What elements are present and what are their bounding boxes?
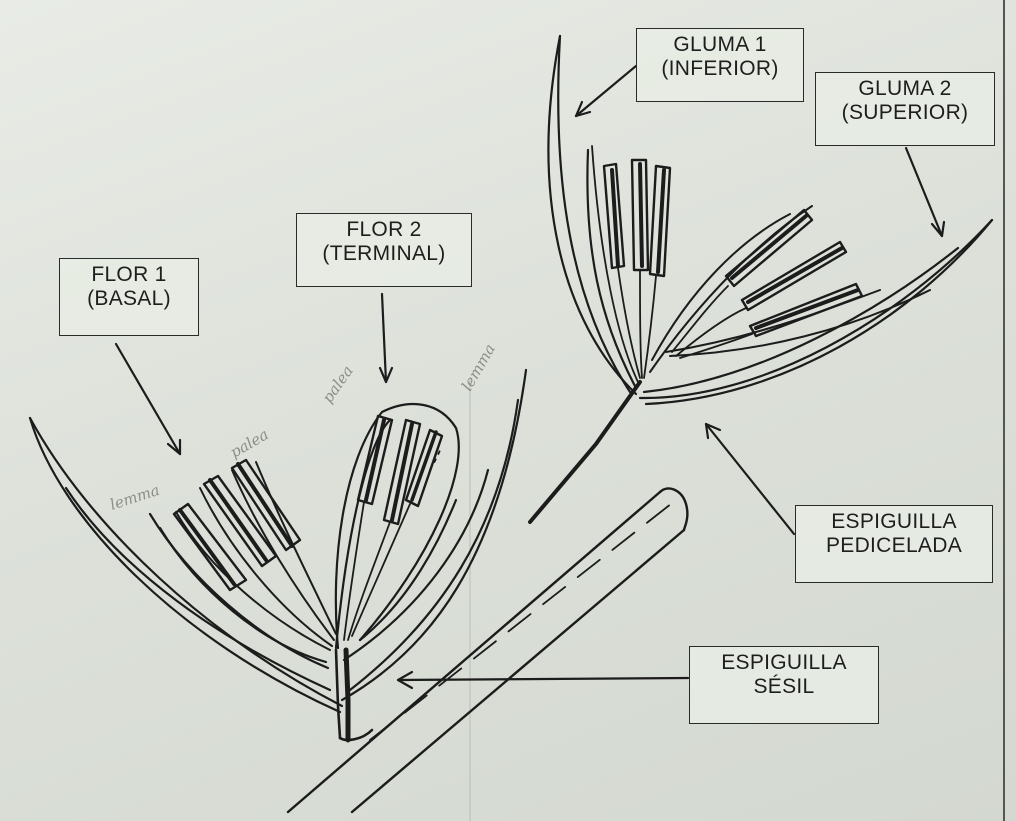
left-inner-lemma	[342, 370, 526, 700]
label-gluma-1-line2: (INFERIOR)	[643, 57, 797, 81]
label-espiguilla-pedicelada: ESPIGUILLA PEDICELADA	[795, 505, 993, 583]
label-gluma-1: GLUMA 1 (INFERIOR)	[636, 28, 804, 102]
handwritten-palea-1: palea	[227, 425, 272, 461]
label-espiguilla-sesil-line2: SÉSIL	[696, 675, 872, 699]
label-flor-2-line2: (TERMINAL)	[303, 242, 465, 266]
label-gluma-2-line1: GLUMA 2	[822, 77, 988, 101]
handwritten-palea-2: palea	[319, 362, 357, 406]
label-gluma-2-line2: (SUPERIOR)	[822, 101, 988, 125]
label-gluma-1-line1: GLUMA 1	[643, 33, 797, 57]
upper-diagonal-filaments	[672, 286, 752, 358]
handwritten-lemma-1: lemma	[108, 481, 162, 514]
pedicel	[530, 382, 640, 522]
gluma2-shape	[640, 220, 992, 404]
upper-diagonal-anthers	[726, 210, 862, 336]
label-flor-1-line1: FLOR 1	[66, 263, 192, 287]
label-gluma-2: GLUMA 2 (SUPERIOR)	[815, 72, 995, 146]
label-flor-1: FLOR 1 (BASAL)	[59, 258, 199, 336]
label-espiguilla-pedicelada-line2: PEDICELADA	[802, 534, 986, 558]
label-flor-1-line2: (BASAL)	[66, 287, 192, 311]
left-outer-glume	[30, 418, 342, 712]
handwritten-lemma-2: lemma	[458, 341, 499, 394]
label-espiguilla-sesil-line1: ESPIGUILLA	[696, 651, 872, 675]
upper-vertical-anthers	[604, 160, 670, 276]
label-espiguilla-sesil: ESPIGUILLA SÉSIL	[689, 646, 879, 724]
label-espiguilla-pedicelada-line1: ESPIGUILLA	[802, 510, 986, 534]
label-flor-2-line1: FLOR 2	[303, 218, 465, 242]
label-flor-2: FLOR 2 (TERMINAL)	[296, 213, 472, 287]
left-spikelet-base	[336, 650, 372, 740]
pointer-arrows	[116, 66, 944, 688]
handwritten-notes: lemma palea palea lemma	[108, 341, 499, 514]
